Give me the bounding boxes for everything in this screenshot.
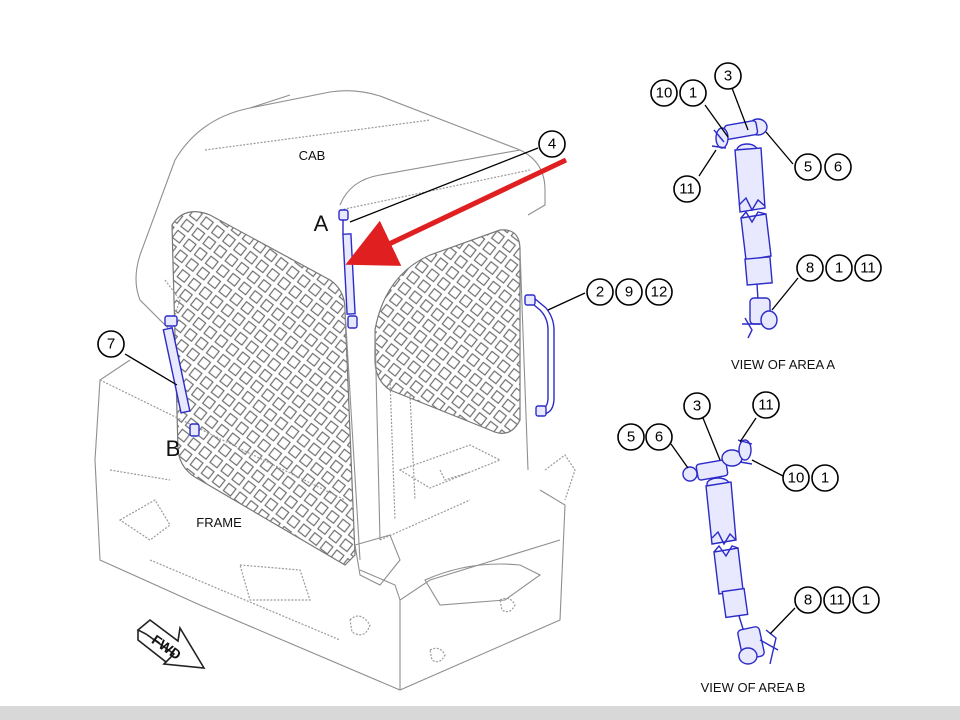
svg-text:7: 7 <box>107 336 115 353</box>
callout-a-5: 5 <box>794 153 822 181</box>
grab-handle-main <box>524 294 555 417</box>
svg-text:11: 11 <box>860 260 876 277</box>
view-a-detail <box>711 118 778 339</box>
svg-text:5: 5 <box>627 429 635 446</box>
callout-a-1b: 1 <box>825 254 853 282</box>
callout-2: 2 <box>586 278 614 306</box>
svg-text:11: 11 <box>829 592 845 609</box>
callout-a-3: 3 <box>714 62 742 90</box>
callout-a-6: 6 <box>824 153 852 181</box>
svg-text:11: 11 <box>758 397 774 414</box>
strut-b-main <box>162 315 200 437</box>
callout-a-11: 11 <box>673 175 701 203</box>
area-a-label: A <box>314 211 329 236</box>
callout-7: 7 <box>97 330 125 358</box>
svg-text:12: 12 <box>651 284 668 301</box>
callout-a-10: 10 <box>650 79 678 107</box>
svg-text:1: 1 <box>862 592 870 609</box>
view-a-caption: VIEW OF AREA A <box>731 357 835 372</box>
area-b-label: B <box>166 436 181 461</box>
main-leaders <box>124 147 586 386</box>
callout-b-1b: 1 <box>852 586 880 614</box>
callout-b-11b: 11 <box>823 586 851 614</box>
callout-b-11: 11 <box>752 391 780 419</box>
svg-text:3: 3 <box>693 398 701 415</box>
svg-text:9: 9 <box>625 284 633 301</box>
cab-and-frame-drawing <box>94 90 576 691</box>
svg-text:1: 1 <box>689 85 697 102</box>
svg-text:11: 11 <box>679 181 695 198</box>
callout-b-1: 1 <box>811 464 839 492</box>
fwd-arrow: FWD <box>136 618 206 669</box>
svg-text:10: 10 <box>788 470 805 487</box>
callout-b-5: 5 <box>617 423 645 451</box>
svg-text:1: 1 <box>821 470 829 487</box>
svg-text:5: 5 <box>804 159 812 176</box>
callout-12: 12 <box>645 278 673 306</box>
callout-a-8: 8 <box>796 254 824 282</box>
view-b-leaders <box>670 417 796 635</box>
svg-text:2: 2 <box>596 284 604 301</box>
svg-text:6: 6 <box>834 159 842 176</box>
bottom-bar <box>0 706 960 720</box>
svg-text:10: 10 <box>656 85 673 102</box>
callout-b-3: 3 <box>683 392 711 420</box>
svg-text:6: 6 <box>655 429 663 446</box>
callout-a-1: 1 <box>679 79 707 107</box>
callout-9: 9 <box>615 278 643 306</box>
svg-text:4: 4 <box>548 136 556 153</box>
callout-b-6: 6 <box>645 423 673 451</box>
view-b-detail <box>682 439 779 665</box>
svg-text:1: 1 <box>835 260 843 277</box>
callout-b-8: 8 <box>794 586 822 614</box>
callout-4: 4 <box>538 130 566 158</box>
callout-a-11b: 11 <box>854 254 882 282</box>
view-a-leaders <box>698 87 799 311</box>
svg-text:8: 8 <box>804 592 812 609</box>
svg-text:8: 8 <box>806 260 814 277</box>
callout-b-10: 10 <box>782 464 810 492</box>
view-b-caption: VIEW OF AREA B <box>701 680 806 695</box>
cab-label: CAB <box>299 148 326 163</box>
highlight-arrow <box>345 157 568 266</box>
svg-text:3: 3 <box>724 68 732 85</box>
frame-label: FRAME <box>196 515 242 530</box>
